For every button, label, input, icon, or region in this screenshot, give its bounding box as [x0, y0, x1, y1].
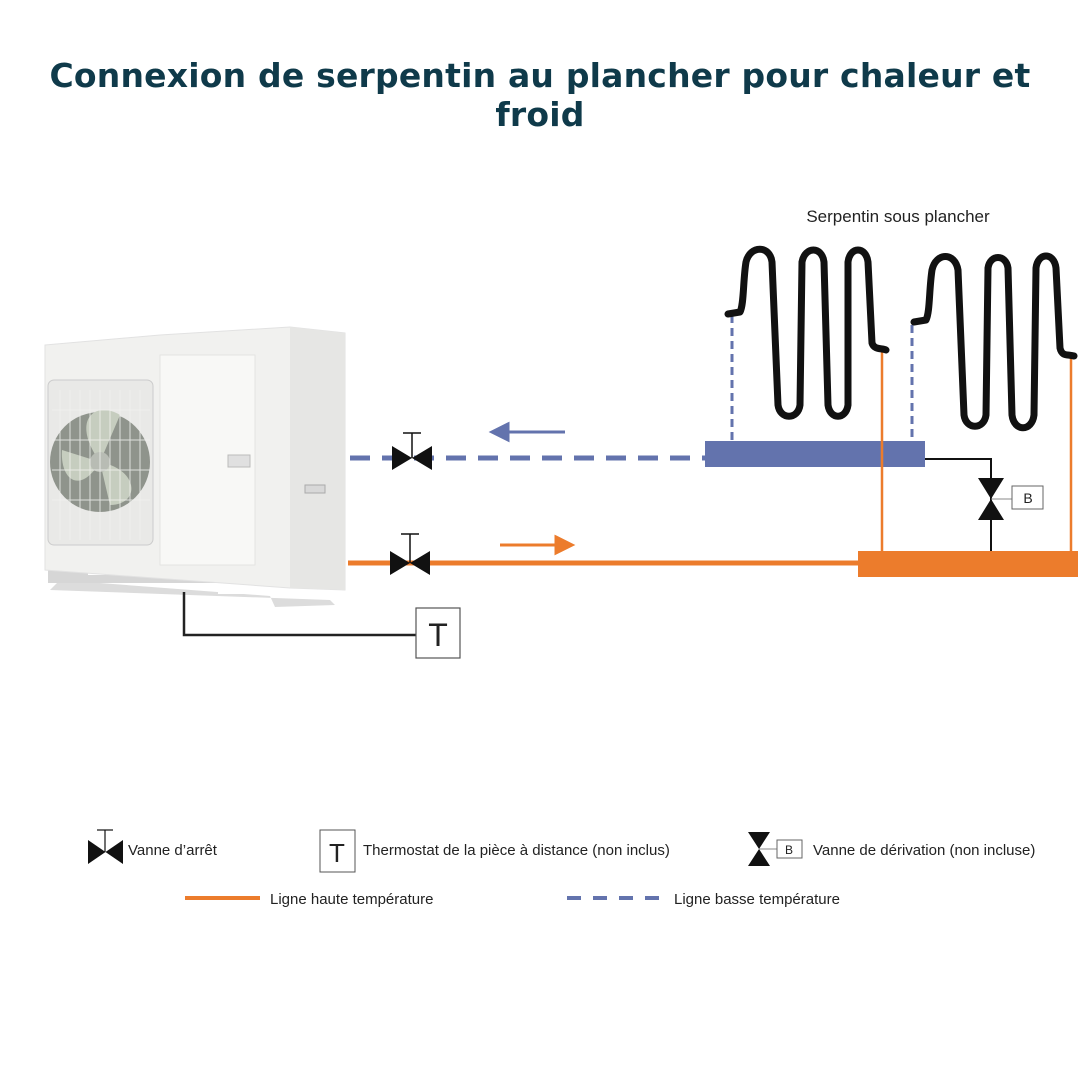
floor-coil — [910, 252, 1078, 432]
flow-arrow-right-icon — [500, 534, 576, 556]
floor-coil — [724, 245, 890, 420]
legend-low-temp-label: Ligne basse température — [674, 891, 840, 908]
legend-bypass-valve-icon — [748, 832, 803, 866]
legend-shutoff-valve-label: Vanne d’arrêt — [128, 842, 218, 859]
fan-icon — [50, 390, 150, 540]
shutoff-valve-icon — [390, 533, 430, 575]
low-temp-manifold — [705, 441, 925, 467]
flow-arrow-left-icon — [488, 421, 565, 443]
bypass-line — [925, 458, 992, 551]
shutoff-valve-icon — [392, 432, 432, 470]
legend-bypass-letter: B — [785, 843, 793, 857]
legend-bypass-valve-label: Vanne de dérivation (non incluse) — [813, 842, 1035, 859]
thermostat-letter: T — [428, 617, 448, 653]
thermostat-wire — [182, 592, 416, 637]
high-temp-manifold — [858, 551, 1078, 577]
coil-label: Serpentin sous plancher — [806, 207, 990, 226]
legend-thermostat-label: Thermostat de la pièce à distance (non i… — [363, 842, 670, 859]
diagram-title: Connexion de serpentin au plancher pour … — [49, 56, 1031, 134]
heat-pump-unit — [44, 326, 346, 607]
legend-thermostat-letter: T — [329, 838, 345, 868]
legend: Vanne d’arrêt T Thermostat de la pièce à… — [88, 829, 1035, 908]
legend-high-temp-label: Ligne haute température — [270, 891, 433, 908]
legend-thermostat-box — [319, 829, 356, 873]
thermostat-box — [415, 607, 461, 659]
bypass-valve-icon — [978, 478, 1044, 520]
legend-shutoff-valve-icon — [88, 829, 123, 864]
bypass-letter: B — [1023, 490, 1032, 506]
